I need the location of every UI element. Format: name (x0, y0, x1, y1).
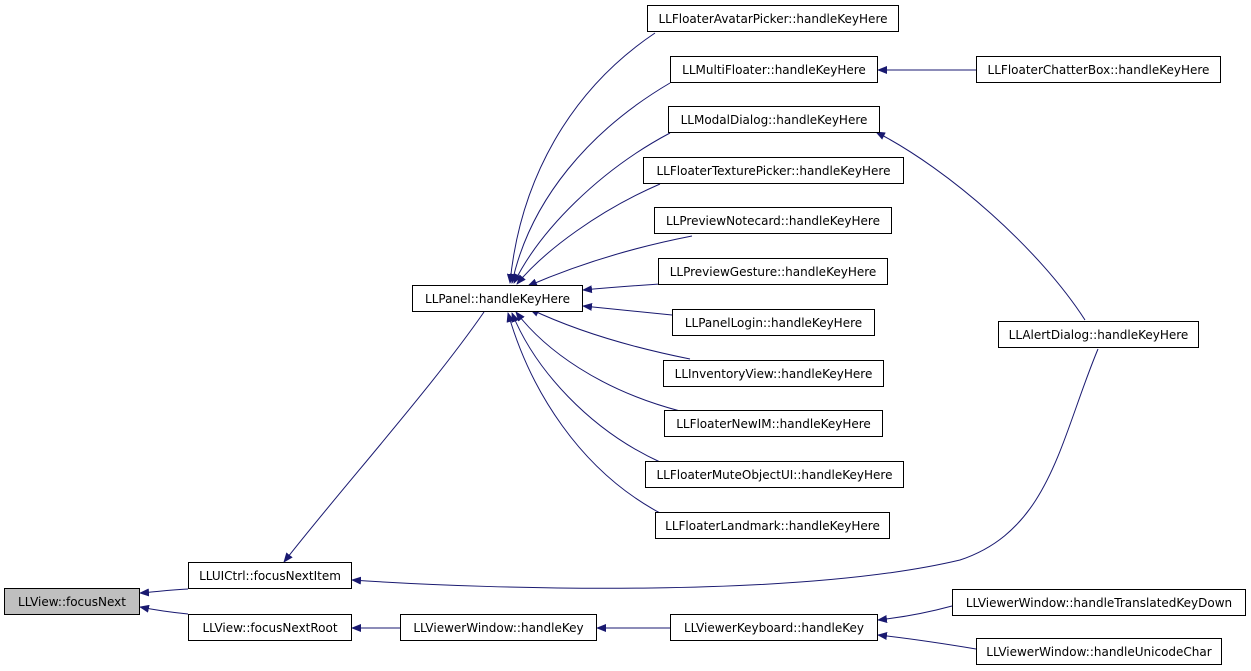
node-llpanel-handlekeyhere[interactable]: LLPanel::handleKeyHere (412, 285, 583, 312)
edge-translatedkeydown-to-viewerkeyboard (877, 605, 953, 623)
edge-panellogin-to-panel (582, 302, 673, 316)
edge-muteobject-to-panel (511, 312, 661, 463)
node-llviewerwindow-handlekey[interactable]: LLViewerWindow::handleKey (400, 614, 597, 641)
edge-focusnextitem-to-focusnext (139, 588, 189, 597)
node-llfloaterlandmark-handlekeyhere[interactable]: LLFloaterLandmark::handleKeyHere (655, 512, 890, 539)
node-llfloaternewim-handlekeyhere[interactable]: LLFloaterNewIM::handleKeyHere (664, 410, 883, 437)
edge-multifloater-to-panel (510, 82, 671, 284)
node-llpreviewnotecard-handlekeyhere[interactable]: LLPreviewNotecard::handleKeyHere (654, 207, 892, 234)
node-llview-focusnextroot[interactable]: LLView::focusNextRoot (188, 614, 352, 641)
node-llmodaldialog-handlekeyhere[interactable]: LLModalDialog::handleKeyHere (668, 106, 880, 133)
node-llfloatertexturepicker-handlekeyhere[interactable]: LLFloaterTexturePicker::handleKeyHere (643, 157, 904, 184)
node-llpreviewgesture-handlekeyhere[interactable]: LLPreviewGesture::handleKeyHere (658, 258, 888, 285)
edge-inventoryview-to-panel (529, 308, 691, 360)
node-llviewerwindow-handletranslatedkeydown[interactable]: LLViewerWindow::handleTranslatedKeyDown (952, 589, 1246, 616)
edge-previewnotecard-to-panel (527, 235, 693, 287)
node-llfloatermuteobjectui-handlekeyhere[interactable]: LLFloaterMuteObjectUI::handleKeyHere (645, 461, 904, 488)
edge-modaldialog-to-panel (513, 132, 671, 284)
node-llinventoryview-handlekeyhere[interactable]: LLInventoryView::handleKeyHere (663, 360, 884, 387)
node-llview-focusnext[interactable]: LLView::focusNext (4, 588, 140, 615)
node-llalertdialog-handlekeyhere[interactable]: LLAlertDialog::handleKeyHere (998, 321, 1199, 348)
node-llpanellogin-handlekeyhere[interactable]: LLPanelLogin::handleKeyHere (672, 309, 875, 336)
node-llflooateravatarpicker-handlekeyhere[interactable]: LLFloaterAvatarPicker::handleKeyHere (647, 5, 899, 32)
edge-alertdialog-to-focusnextitem (351, 348, 1099, 589)
edge-focusnextroot-to-focusnext (139, 604, 189, 615)
edge-floaterlandmark-to-panel (506, 312, 661, 514)
edge-alertdialog-to-modaldialog (875, 131, 1086, 321)
edge-previewgesture-to-panel (582, 283, 661, 294)
node-llviewerwindow-handleunicodechar[interactable]: LLViewerWindow::handleUnicodeChar (976, 638, 1222, 665)
edge-floaternewim-to-panel (515, 311, 681, 412)
edge-panel-to-focusnextitem (283, 311, 485, 563)
edge-texturepicker-to-panel (516, 183, 661, 285)
node-llmultifloater-handlekeyhere[interactable]: LLMultiFloater::handleKeyHere (670, 56, 878, 83)
node-llviewerkeyboard-handlekey[interactable]: LLViewerKeyboard::handleKey (670, 614, 878, 641)
node-lluictrl-focusnextitem[interactable]: LLUICtrl::focusNextItem (188, 562, 352, 589)
node-llfloaterchatterbox-handlekeyhere[interactable]: LLFloaterChatterBox::handleKeyHere (976, 56, 1221, 83)
edge-unicodechar-to-viewerkeyboard (877, 632, 977, 650)
edge-avatarpicker-to-panel (506, 32, 656, 284)
